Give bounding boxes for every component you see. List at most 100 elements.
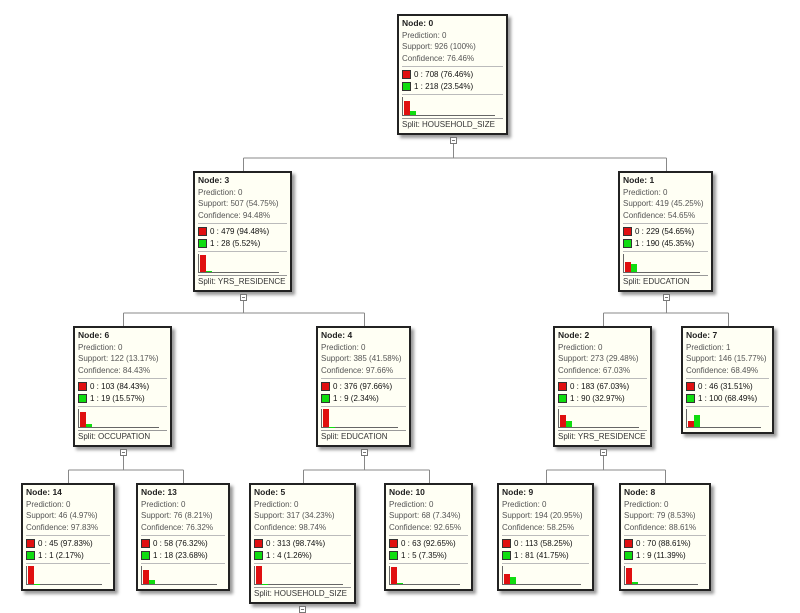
tree-node-2[interactable]: Node: 2 Prediction: 0 Support: 273 (29.4…	[553, 326, 652, 447]
class-0-count: 0 : 58 (76.32%)	[153, 538, 208, 550]
node-title: Node: 10	[389, 487, 468, 499]
node-confidence: Confidence: 94.48%	[198, 210, 287, 222]
node-split: Split: HOUSEHOLD_SIZE	[402, 118, 503, 131]
node-prediction: Prediction: 0	[389, 499, 468, 511]
collapse-toggle-icon[interactable]	[240, 294, 247, 301]
class-1-bar	[632, 582, 638, 584]
separator	[389, 563, 468, 564]
class-0-count: 0 : 70 (88.61%)	[636, 538, 691, 550]
class-0-legend: 0 : 313 (98.74%)	[254, 538, 351, 550]
class-distribution-chart	[26, 566, 102, 585]
class-1-bar	[149, 580, 155, 584]
tree-node-9[interactable]: Node: 9 Prediction: 0 Support: 194 (20.9…	[497, 483, 594, 591]
tree-node-13[interactable]: Node: 13 Prediction: 0 Support: 76 (8.21…	[136, 483, 230, 591]
node-support: Support: 926 (100%)	[402, 41, 503, 53]
class-1-count: 1 : 1 (2.17%)	[38, 550, 84, 562]
class-0-bar	[256, 566, 262, 584]
tree-node-5[interactable]: Node: 5 Prediction: 0 Support: 317 (34.2…	[249, 483, 356, 604]
node-confidence: Confidence: 58.25%	[502, 522, 589, 534]
tree-node-3[interactable]: Node: 3 Prediction: 0 Support: 507 (54.7…	[193, 171, 292, 292]
class-1-legend: 1 : 100 (68.49%)	[686, 393, 769, 405]
node-split: Split: YRS_RESIDENCE	[558, 430, 647, 443]
separator	[623, 251, 708, 252]
class-0-swatch	[321, 382, 330, 391]
class-1-legend: 1 : 9 (2.34%)	[321, 393, 406, 405]
node-title: Node: 2	[558, 330, 647, 342]
class-distribution-chart	[78, 409, 159, 428]
collapse-toggle-icon[interactable]	[450, 137, 457, 144]
node-prediction: Prediction: 0	[321, 342, 406, 354]
class-1-legend: 1 : 218 (23.54%)	[402, 81, 503, 93]
collapse-toggle-icon[interactable]	[600, 449, 607, 456]
node-title: Node: 6	[78, 330, 167, 342]
class-distribution-chart	[623, 254, 700, 273]
class-1-swatch	[389, 551, 398, 560]
class-1-count: 1 : 90 (32.97%)	[570, 393, 625, 405]
separator	[558, 378, 647, 379]
class-0-swatch	[141, 539, 150, 548]
node-confidence: Confidence: 76.46%	[402, 53, 503, 65]
node-title: Node: 13	[141, 487, 225, 499]
separator	[402, 94, 503, 95]
class-distribution-chart	[254, 566, 343, 585]
tree-node-8[interactable]: Node: 8 Prediction: 0 Support: 79 (8.53%…	[619, 483, 711, 591]
node-confidence: Confidence: 84.43%	[78, 365, 167, 377]
class-distribution-chart	[624, 566, 698, 585]
node-support: Support: 46 (4.97%)	[26, 510, 110, 522]
tree-node-1[interactable]: Node: 1 Prediction: 0 Support: 419 (45.2…	[618, 171, 713, 292]
separator	[78, 406, 167, 407]
separator	[198, 223, 287, 224]
node-confidence: Confidence: 97.66%	[321, 365, 406, 377]
class-1-count: 1 : 4 (1.26%)	[266, 550, 312, 562]
collapse-toggle-icon[interactable]	[663, 294, 670, 301]
class-0-legend: 0 : 183 (67.03%)	[558, 381, 647, 393]
tree-node-7[interactable]: Node: 7 Prediction: 1 Support: 146 (15.7…	[681, 326, 774, 434]
node-prediction: Prediction: 0	[502, 499, 589, 511]
node-support: Support: 68 (7.34%)	[389, 510, 468, 522]
node-support: Support: 79 (8.53%)	[624, 510, 706, 522]
class-1-legend: 1 : 90 (32.97%)	[558, 393, 647, 405]
separator	[321, 378, 406, 379]
node-confidence: Confidence: 76.32%	[141, 522, 225, 534]
class-0-count: 0 : 46 (31.51%)	[698, 381, 753, 393]
node-confidence: Confidence: 98.74%	[254, 522, 351, 534]
class-0-legend: 0 : 63 (92.65%)	[389, 538, 468, 550]
tree-node-10[interactable]: Node: 10 Prediction: 0 Support: 68 (7.34…	[384, 483, 473, 591]
class-0-count: 0 : 708 (76.46%)	[414, 69, 473, 81]
tree-node-0[interactable]: Node: 0 Prediction: 0 Support: 926 (100%…	[397, 14, 508, 135]
node-prediction: Prediction: 0	[26, 499, 110, 511]
separator	[141, 563, 225, 564]
node-support: Support: 419 (45.25%)	[623, 198, 708, 210]
separator	[402, 66, 503, 67]
class-0-legend: 0 : 479 (94.48%)	[198, 226, 287, 238]
node-prediction: Prediction: 0	[141, 499, 225, 511]
node-confidence: Confidence: 88.61%	[624, 522, 706, 534]
node-title: Node: 0	[402, 18, 503, 30]
class-1-count: 1 : 218 (23.54%)	[414, 81, 473, 93]
collapse-toggle-icon[interactable]	[361, 449, 368, 456]
node-split: Split: EDUCATION	[321, 430, 406, 443]
class-1-swatch	[558, 394, 567, 403]
tree-node-14[interactable]: Node: 14 Prediction: 0 Support: 46 (4.97…	[21, 483, 115, 591]
class-1-count: 1 : 28 (5.52%)	[210, 238, 260, 250]
class-1-count: 1 : 5 (7.35%)	[401, 550, 447, 562]
class-0-legend: 0 : 376 (97.66%)	[321, 381, 406, 393]
tree-node-6[interactable]: Node: 6 Prediction: 0 Support: 122 (13.1…	[73, 326, 172, 447]
class-1-swatch	[254, 551, 263, 560]
class-0-legend: 0 : 45 (97.83%)	[26, 538, 110, 550]
class-distribution-chart	[321, 409, 398, 428]
node-confidence: Confidence: 97.83%	[26, 522, 110, 534]
node-support: Support: 194 (20.95%)	[502, 510, 589, 522]
node-support: Support: 122 (13.17%)	[78, 353, 167, 365]
tree-node-4[interactable]: Node: 4 Prediction: 0 Support: 385 (41.5…	[316, 326, 411, 447]
class-0-swatch	[389, 539, 398, 548]
class-1-swatch	[686, 394, 695, 403]
separator	[623, 223, 708, 224]
collapse-toggle-icon[interactable]	[120, 449, 127, 456]
class-1-swatch	[624, 551, 633, 560]
class-1-count: 1 : 190 (45.35%)	[635, 238, 694, 250]
node-confidence: Confidence: 68.49%	[686, 365, 769, 377]
class-0-legend: 0 : 113 (58.25%)	[502, 538, 589, 550]
class-1-count: 1 : 9 (11.39%)	[636, 550, 686, 562]
class-1-swatch	[198, 239, 207, 248]
